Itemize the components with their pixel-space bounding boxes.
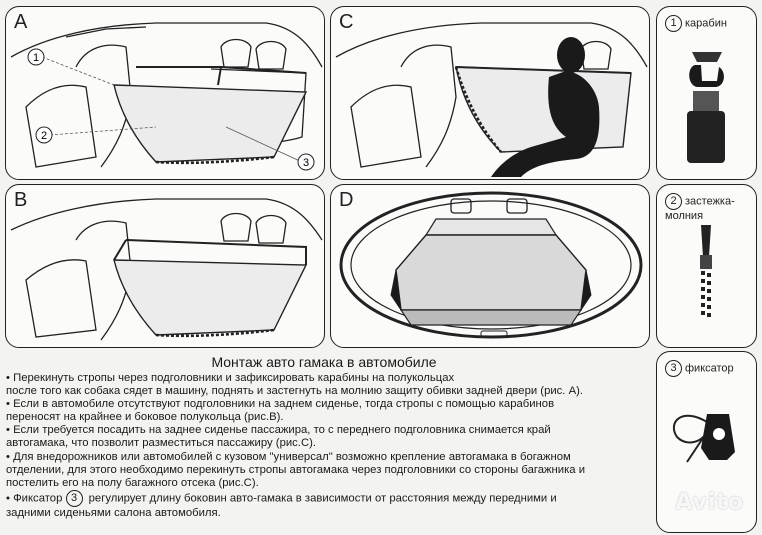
page-title: Монтаж авто гамака в автомобиле (211, 354, 437, 370)
avito-watermark: Avito (675, 490, 744, 515)
instruction-line: • Перекинуть стропы через подголовники и… (6, 372, 455, 384)
carabiner-number: 1 (665, 15, 682, 32)
clamp-illustration (672, 414, 735, 463)
zipper-label: застежка-молния (665, 195, 735, 222)
instruction-line: • Если требуется посадить на заднее сиде… (6, 424, 551, 437)
figure-panel-d: D (330, 184, 650, 348)
instruction-line-clamp: • Фиксатор 3 регулирует длину боковин ав… (6, 489, 648, 507)
car-interior-hammock-b-drawing (10, 198, 323, 341)
panel-letter-c: C (339, 11, 354, 33)
clamp-ref-number: 3 (65, 489, 83, 507)
panel-letter-a: A (14, 11, 28, 33)
trunk-hammock-drawing (339, 191, 643, 339)
panel-letter-d: D (339, 189, 354, 211)
carabiner-label: карабин (685, 17, 727, 30)
instruction-line: переносят на крайнее и боковое полукольц… (6, 411, 284, 424)
callout-1: 1 (33, 52, 39, 64)
carabiner-illustration (687, 52, 725, 163)
panel-letter-b: B (14, 189, 28, 211)
figure-panel-c: C (330, 6, 650, 180)
car-interior-hammock-with-passenger-drawing (335, 22, 648, 177)
zipper-illustration (700, 225, 712, 317)
clamp-number: 3 (665, 360, 682, 377)
instruction-line: задними сиденьями салона автомобиля. (6, 506, 221, 519)
figure-panel-a: A 1 2 3 (5, 6, 325, 180)
clamp-label: фиксатор (685, 362, 734, 375)
instruction-line: постелить его на полу багажного отсека (… (6, 476, 259, 489)
instruction-clamp-start: • Фиксатор (6, 492, 63, 505)
instruction-line: • Если в автомобиле отсутствуют подголов… (6, 398, 555, 411)
instruction-line: автогамака, что позволит разместиться па… (6, 437, 317, 450)
instruction-clamp-end: регулирует длину боковин авто-гамака в з… (88, 492, 557, 505)
car-interior-hammock-a-drawing: 1 2 3 (10, 22, 323, 171)
callout-2: 2 (41, 130, 47, 142)
instruction-line: • Для внедорожников или автомобилей с ку… (6, 450, 571, 463)
figure-panel-b: B (5, 184, 325, 348)
callout-3: 3 (303, 157, 309, 169)
instructions-text: • Перекинуть стропы через подголовники и… (6, 372, 648, 520)
instruction-line: отделении, для этого необходимо перекину… (6, 463, 586, 476)
instruction-line: после того как собака сядет в машину, по… (6, 385, 584, 398)
